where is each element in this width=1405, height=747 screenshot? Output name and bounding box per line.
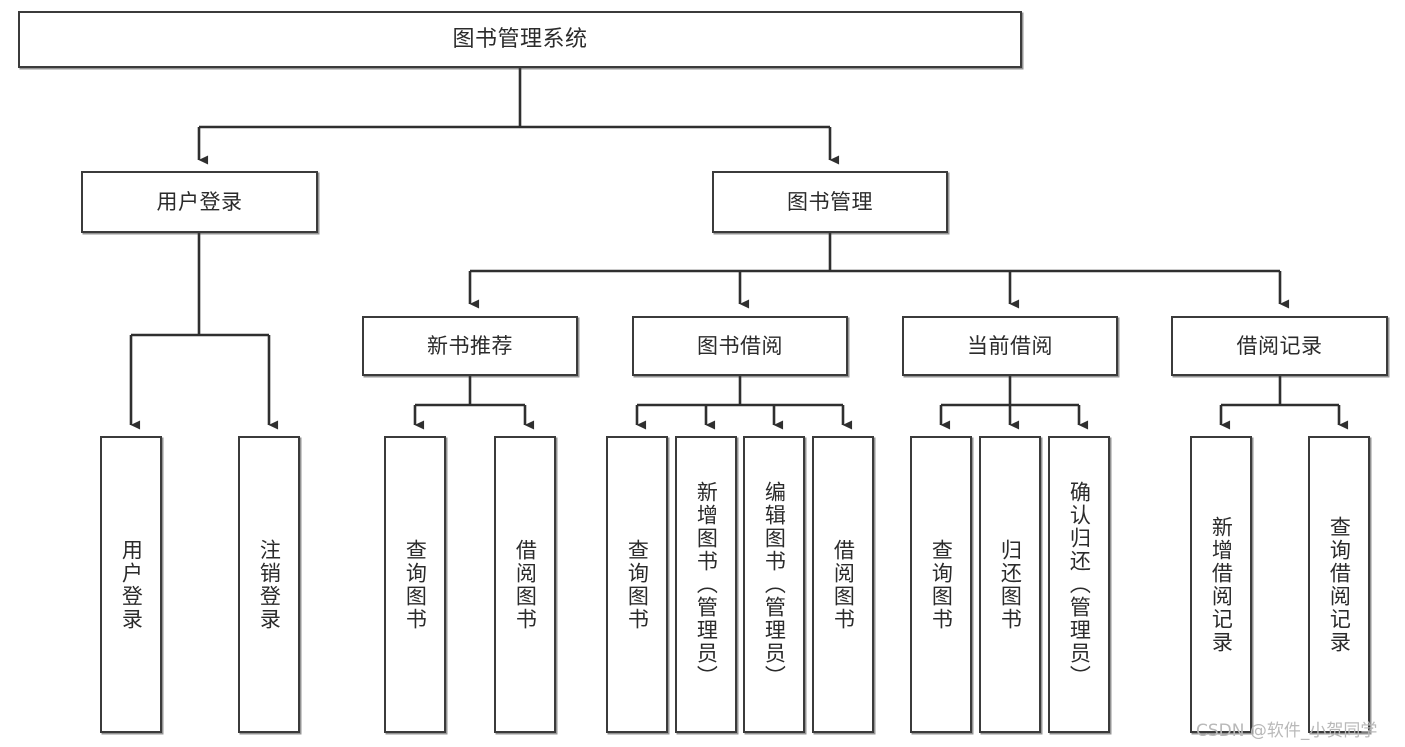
leaf-add-book-admin-label: 新增图书（管理员） <box>694 481 719 688</box>
leaf-return-book[interactable]: 归还图书 <box>979 436 1041 733</box>
leaf-user-login[interactable]: 用户登录 <box>100 436 162 733</box>
node-book-borrow[interactable]: 图书借阅 <box>632 316 848 376</box>
leaf-borrow-book-2-label: 借阅图书 <box>831 538 856 631</box>
leaf-query-book-2-label: 查询图书 <box>625 538 650 631</box>
leaf-return-book-label: 归还图书 <box>998 538 1023 631</box>
node-book-management-label: 图书管理 <box>787 189 873 214</box>
node-current-borrow-label: 当前借阅 <box>967 333 1053 358</box>
leaf-confirm-return-admin-label: 确认归还（管理员） <box>1067 481 1092 688</box>
node-borrow-record[interactable]: 借阅记录 <box>1171 316 1388 376</box>
leaf-query-book-1-label: 查询图书 <box>403 538 428 631</box>
leaf-add-borrow-record-label: 新增借阅记录 <box>1209 515 1234 654</box>
leaf-add-borrow-record[interactable]: 新增借阅记录 <box>1190 436 1252 733</box>
leaf-logout-label: 注销登录 <box>257 538 282 631</box>
leaf-user-login-label: 用户登录 <box>119 538 144 631</box>
node-borrow-record-label: 借阅记录 <box>1236 333 1323 358</box>
leaf-add-book-admin[interactable]: 新增图书（管理员） <box>675 436 737 733</box>
node-current-borrow[interactable]: 当前借阅 <box>902 316 1118 376</box>
leaf-borrow-book-2[interactable]: 借阅图书 <box>812 436 874 733</box>
node-book-borrow-label: 图书借阅 <box>697 333 783 358</box>
leaf-query-borrow-record-label: 查询借阅记录 <box>1327 515 1352 654</box>
node-root-label: 图书管理系统 <box>452 26 588 52</box>
leaf-borrow-book-1[interactable]: 借阅图书 <box>494 436 556 733</box>
node-user-login-label: 用户登录 <box>156 189 243 214</box>
leaf-query-borrow-record[interactable]: 查询借阅记录 <box>1308 436 1370 733</box>
node-new-book-recommendation-label: 新书推荐 <box>427 333 513 358</box>
leaf-edit-book-admin[interactable]: 编辑图书（管理员） <box>743 436 805 733</box>
leaf-edit-book-admin-label: 编辑图书（管理员） <box>762 481 787 688</box>
leaf-query-book-2[interactable]: 查询图书 <box>606 436 668 733</box>
node-book-management[interactable]: 图书管理 <box>712 171 948 233</box>
leaf-confirm-return-admin[interactable]: 确认归还（管理员） <box>1048 436 1110 733</box>
node-new-book-recommendation[interactable]: 新书推荐 <box>362 316 578 376</box>
leaf-query-book-3[interactable]: 查询图书 <box>910 436 972 733</box>
leaf-query-book-3-label: 查询图书 <box>929 538 954 631</box>
leaf-logout[interactable]: 注销登录 <box>238 436 300 733</box>
leaf-borrow-book-1-label: 借阅图书 <box>513 538 538 631</box>
node-user-login[interactable]: 用户登录 <box>81 171 318 233</box>
node-root[interactable]: 图书管理系统 <box>18 11 1022 68</box>
leaf-query-book-1[interactable]: 查询图书 <box>384 436 446 733</box>
